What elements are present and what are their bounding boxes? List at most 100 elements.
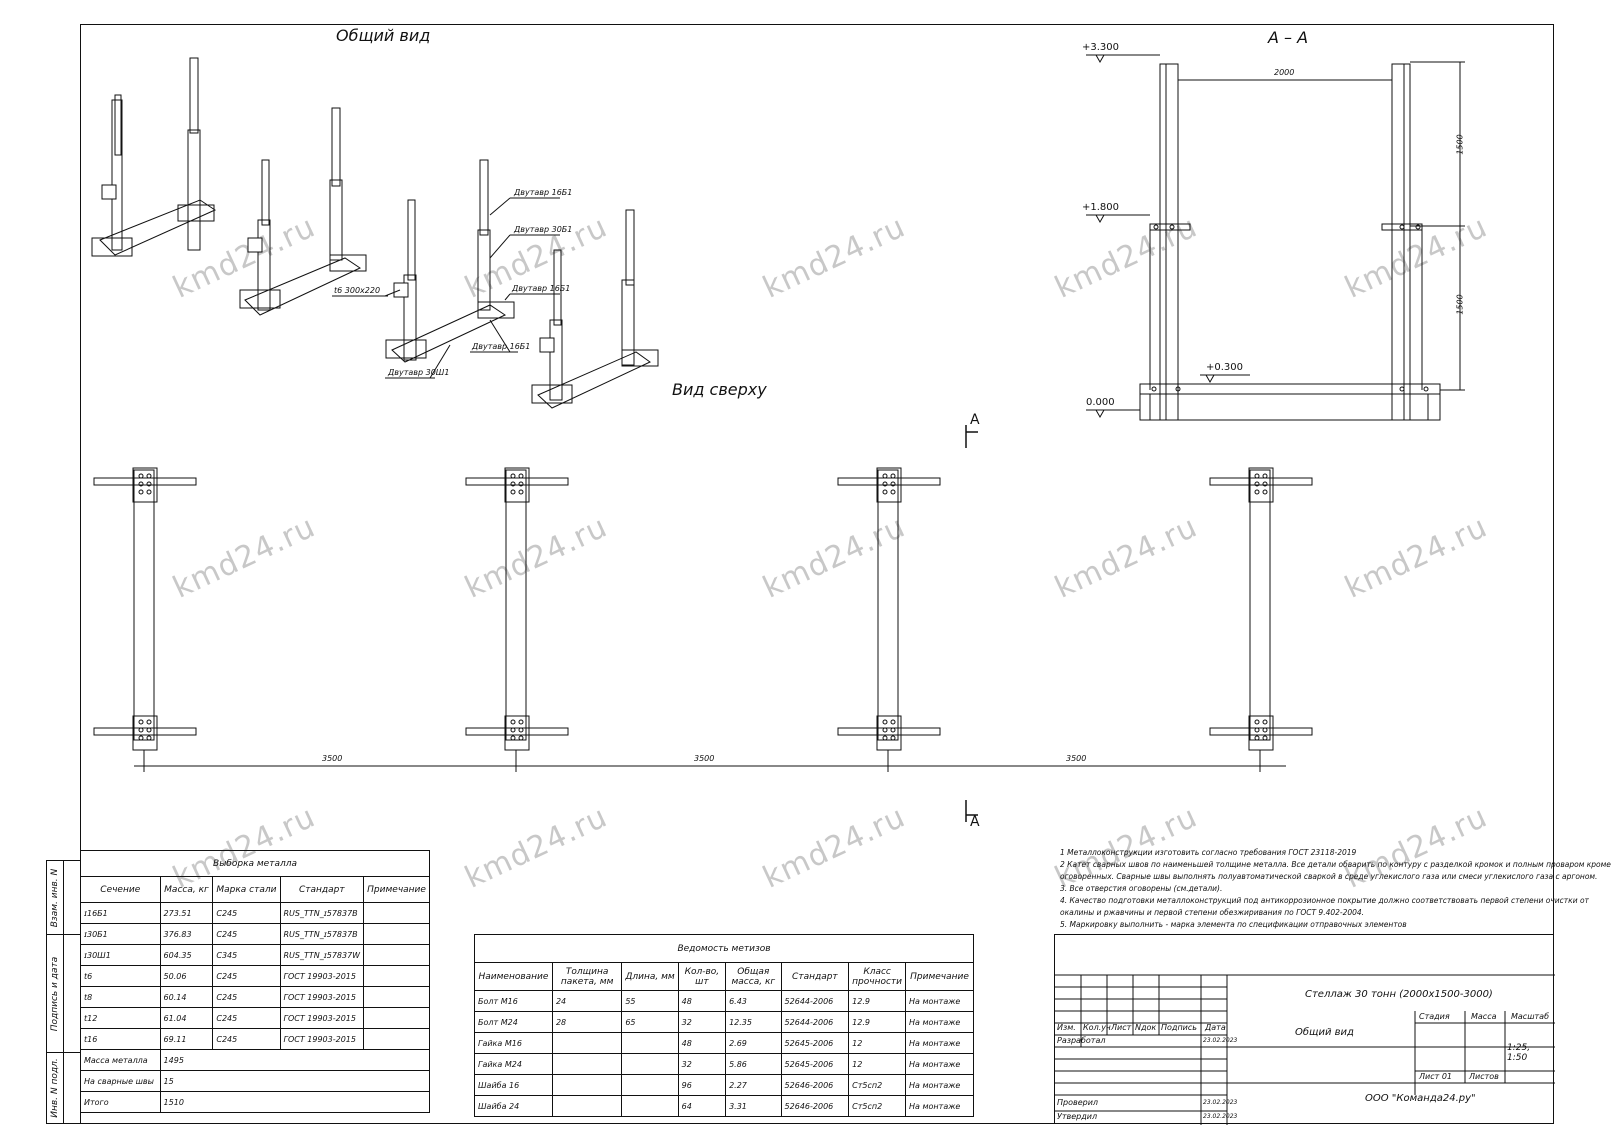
stamp-col: Изм.	[1057, 1023, 1076, 1032]
table-cell: На монтаже	[905, 1011, 974, 1033]
table-cell: Масса металла	[80, 1049, 161, 1071]
table-cell: С245	[212, 1028, 281, 1050]
table-cell: 12.9	[848, 1011, 907, 1033]
table-cell: 15	[159, 1070, 431, 1092]
table-cell: 65	[621, 1011, 679, 1033]
table-cell: Гайка М16	[474, 1032, 553, 1054]
table-cell	[363, 965, 430, 987]
base-beam	[1139, 383, 1441, 395]
table-cell: 60.14	[159, 986, 214, 1008]
table-cell: С345	[212, 944, 281, 966]
section-title: А – А	[1268, 28, 1309, 47]
table-cell: 24	[551, 990, 623, 1012]
table-cell: 48	[677, 1032, 727, 1054]
scale-value: 1:25, 1:50	[1507, 1043, 1531, 1063]
plan-view	[93, 467, 1313, 772]
callout-label: Двутавр 16Б1	[472, 342, 531, 351]
table-header: Сечение	[80, 876, 161, 903]
table-cell: 1495	[159, 1049, 431, 1071]
stamp-role: Утвердил	[1057, 1112, 1098, 1121]
plan-dim: 3500	[694, 754, 715, 763]
stamp-date: 23.02.2023	[1203, 1113, 1238, 1120]
table-cell: t6	[80, 965, 161, 987]
sheet-count: Листов	[1469, 1072, 1499, 1081]
table-cell: На сварные швы	[80, 1070, 161, 1092]
table-cell	[551, 1053, 623, 1075]
rack-iso	[91, 57, 217, 257]
table-cell: 48	[677, 990, 727, 1012]
table-header: Стандарт	[780, 962, 850, 991]
note-line: 4. Качество подготовки металлоконструкци…	[1060, 896, 1589, 905]
project-name: Стеллаж 30 тонн (2000х1500-3000)	[1305, 989, 1493, 1000]
table-cell: На монтаже	[905, 1074, 974, 1096]
stamp-mass: Масса	[1471, 1012, 1497, 1021]
table-cell: На монтаже	[905, 1053, 974, 1075]
plan-frame	[1209, 467, 1313, 751]
sidebar-stamp: Взам. инв. N Подпись и дата Инв. N подл.	[46, 860, 81, 1124]
stamp-stage: Стадия	[1419, 1012, 1450, 1021]
section-dim: 2000	[1274, 68, 1295, 77]
table-cell: Гайка М24	[474, 1053, 553, 1075]
table-cell: 32	[677, 1053, 727, 1075]
table-cell: ГОСТ 19903-2015	[279, 1028, 365, 1050]
table-cell: Ст5сп2	[848, 1095, 907, 1117]
fastener-table: Ведомость метизов Наименование Толщина п…	[474, 934, 974, 1117]
column	[1159, 63, 1179, 421]
note-line: окалины и ржавчины и первой степени обез…	[1060, 908, 1365, 917]
table-cell: t12	[80, 1007, 161, 1029]
table-cell: 1510	[159, 1091, 431, 1113]
table-cell: 52646-2006	[780, 1095, 850, 1117]
table-cell	[363, 902, 430, 924]
table-cell: 5.86	[725, 1053, 782, 1075]
section-dim: 1500	[1455, 294, 1465, 315]
table-cell: Болт М16	[474, 990, 553, 1012]
table-cell	[621, 1032, 679, 1054]
title-block-grid	[1055, 974, 1555, 1125]
plan-frame	[837, 467, 941, 751]
table-cell: 376.83	[159, 923, 214, 945]
table-cell: Ст5сп2	[848, 1074, 907, 1096]
table-cell: 6.43	[725, 990, 782, 1012]
table-cell: На монтаже	[905, 990, 974, 1012]
table-cell: С245	[212, 1007, 281, 1029]
table-cell: Итого	[80, 1091, 161, 1113]
stamp-col: Кол.уч	[1083, 1023, 1111, 1032]
table-cell: На монтаже	[905, 1095, 974, 1117]
stamp-col: Подпись	[1161, 1023, 1197, 1032]
rack-iso	[239, 107, 367, 316]
table-header: Толщина пакета, мм	[551, 962, 623, 991]
table-cell	[363, 944, 430, 966]
table-cell	[363, 986, 430, 1008]
table-header: Общая масса, кг	[725, 962, 782, 991]
table-cell: ɪ30Б1	[80, 923, 161, 945]
table-title: Ведомость метизов	[474, 934, 974, 963]
table-cell: t8	[80, 986, 161, 1008]
table-cell: 55	[621, 990, 679, 1012]
general-view-title: Общий вид	[336, 26, 431, 45]
table-cell: ГОСТ 19903-2015	[279, 986, 365, 1008]
table-cell: 32	[677, 1011, 727, 1033]
table-cell: 52644-2006	[780, 1011, 850, 1033]
table-cell: С245	[212, 902, 281, 924]
stamp-col: Nдок	[1135, 1023, 1157, 1032]
table-cell: Болт М24	[474, 1011, 553, 1033]
table-cell: ɪ30Ш1	[80, 944, 161, 966]
section-cut-label: А	[970, 814, 980, 830]
table-header: Класс прочности	[848, 962, 907, 991]
table-cell: Шайба 24	[474, 1095, 553, 1117]
column	[1391, 63, 1411, 421]
table-header: Примечание	[363, 876, 430, 903]
stamp-role: Разработал	[1057, 1036, 1106, 1045]
stamp-col: Дата	[1205, 1023, 1226, 1032]
table-cell: 3.31	[725, 1095, 782, 1117]
